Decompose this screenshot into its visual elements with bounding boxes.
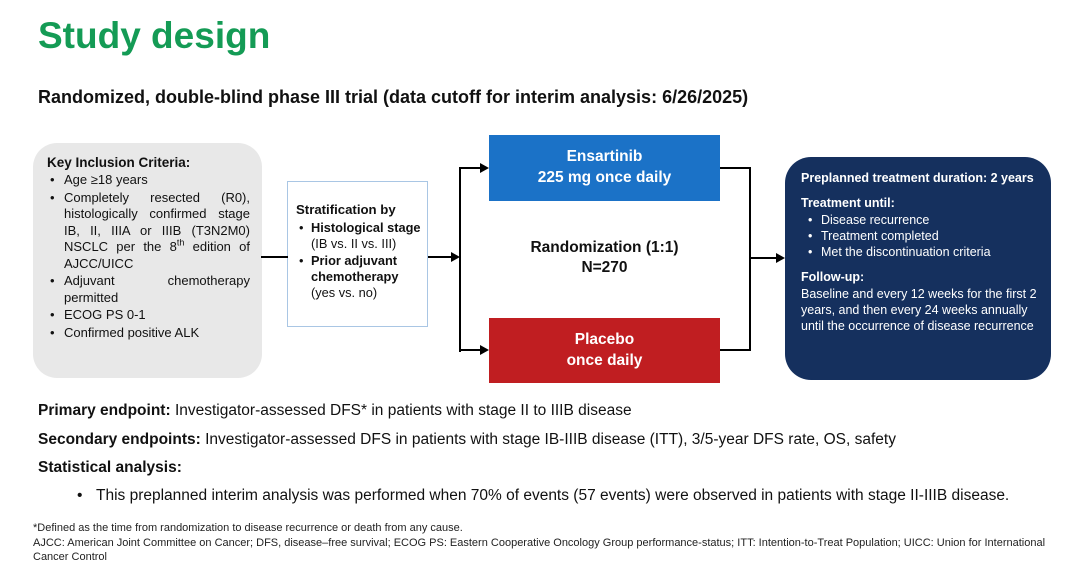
inclusion-item-text: Confirmed positive ALK — [64, 324, 200, 340]
flow-line-to-placebo — [461, 349, 480, 351]
flow-line-inclusion-to-stratification — [261, 256, 288, 258]
inclusion-list: Age ≥18 years Completely resected (R0), … — [47, 172, 250, 341]
stratification-item-text: (yes vs. no) — [311, 285, 378, 301]
treatment-until-list: Disease recurrence Treatment completed M… — [801, 212, 1037, 261]
arrowhead-icon — [776, 253, 785, 263]
arrowhead-icon — [480, 163, 489, 173]
randomization-ratio: Randomization (1:1) — [530, 239, 679, 256]
stratification-box: Stratification by Histological stage (IB… — [287, 181, 428, 327]
followup-text: Baseline and every 12 weeks for the firs… — [801, 286, 1037, 334]
flow-branch-left — [459, 167, 461, 352]
inclusion-item: Age ≥18 years — [50, 172, 250, 189]
inclusion-item: ECOG PS 0-1 — [50, 307, 250, 324]
treatment-until-heading: Treatment until: — [801, 196, 895, 211]
flow-branch-right — [749, 167, 751, 351]
footnote-definition: *Defined as the time from randomization … — [33, 522, 463, 534]
stratification-item: Histological stage (IB vs. II vs. III) — [299, 219, 421, 253]
inclusion-criteria-box: Key Inclusion Criteria: Age ≥18 years Co… — [33, 143, 262, 378]
flow-line-to-ensartinib — [461, 167, 480, 169]
secondary-endpoint-label: Secondary endpoints: — [38, 431, 201, 448]
inclusion-item: Adjuvant chemotherapy permitted — [50, 273, 250, 306]
inclusion-item-text: ECOG PS 0-1 — [64, 307, 146, 323]
inclusion-item: Confirmed positive ALK — [50, 324, 250, 342]
slide-subtitle: Randomized, double-blind phase III trial… — [38, 87, 749, 107]
footnote-abbreviations: AJCC: American Joint Committee on Cancer… — [33, 536, 1046, 564]
ordinal-superscript: th — [176, 237, 185, 248]
stratification-item-text: (IB vs. II vs. III) — [311, 236, 397, 252]
ensartinib-arm-dose: 225 mg once daily — [537, 169, 672, 186]
spacer — [801, 260, 1037, 269]
inclusion-item-text: Age ≥18 years — [64, 172, 148, 188]
inclusion-item: Completely resected (R0), histologically… — [50, 189, 250, 273]
flow-line-to-outcome — [751, 257, 776, 259]
stratification-item-bold: Histological stage — [311, 219, 421, 235]
flow-line-ensartinib-out — [720, 167, 751, 169]
footnotes: *Defined as the time from randomization … — [33, 521, 1047, 565]
spacer — [801, 186, 1037, 195]
randomization-label: Randomization (1:1) N=270 — [489, 238, 720, 278]
treatment-until-item: Treatment completed — [808, 228, 1037, 245]
stratification-heading: Stratification by — [296, 202, 396, 217]
treatment-outcome-box: Preplanned treatment duration: 2 years T… — [785, 157, 1051, 380]
randomization-n: N=270 — [581, 259, 628, 277]
secondary-endpoint-row: Secondary endpoints: Investigator-assess… — [38, 431, 896, 449]
stratification-item-bold: Prior adjuvant chemotherapy — [311, 252, 399, 285]
statistical-analysis-label: Statistical analysis: — [38, 459, 182, 476]
treatment-duration: Preplanned treatment duration: 2 years — [801, 171, 1034, 185]
treatment-until-item: Met the discontinuation criteria — [808, 244, 1037, 261]
flow-line-placebo-out — [720, 349, 751, 351]
inclusion-heading: Key Inclusion Criteria: — [47, 155, 191, 170]
inclusion-item-text: Completely resected (R0), histologically… — [64, 189, 250, 255]
ensartinib-arm-box: Ensartinib 225 mg once daily — [489, 135, 720, 201]
inclusion-item-text: edition of AJCC/UICC — [64, 239, 250, 271]
page-title: Study design — [38, 15, 271, 56]
statistical-analysis-bullet: This preplanned interim analysis was per… — [96, 487, 1010, 504]
placebo-arm-box: Placebo once daily — [489, 318, 720, 383]
primary-endpoint-row: Primary endpoint: Investigator-assessed … — [38, 402, 632, 420]
bullet-marker: • — [77, 487, 83, 504]
ensartinib-arm-name: Ensartinib — [566, 148, 643, 166]
followup-heading: Follow-up: — [801, 270, 865, 285]
placebo-arm-name: Placebo — [574, 330, 635, 348]
statistical-analysis-row: Statistical analysis: — [38, 459, 182, 477]
arrowhead-icon — [480, 345, 489, 355]
arrowhead-icon — [451, 252, 460, 262]
stratification-item: Prior adjuvant chemotherapy (yes vs. no) — [299, 252, 421, 302]
flow-line-stratification-to-branch — [428, 256, 452, 258]
stratification-list: Histological stage (IB vs. II vs. III) P… — [296, 220, 421, 302]
secondary-endpoint-text: Investigator-assessed DFS in patients wi… — [200, 431, 896, 448]
primary-endpoint-label: Primary endpoint: — [38, 402, 171, 419]
primary-endpoint-text: Investigator-assessed DFS* in patients w… — [170, 402, 632, 419]
placebo-arm-dose: once daily — [566, 351, 643, 369]
treatment-until-item: Disease recurrence — [808, 212, 1037, 229]
inclusion-item-text: Adjuvant chemotherapy permitted — [64, 273, 250, 305]
